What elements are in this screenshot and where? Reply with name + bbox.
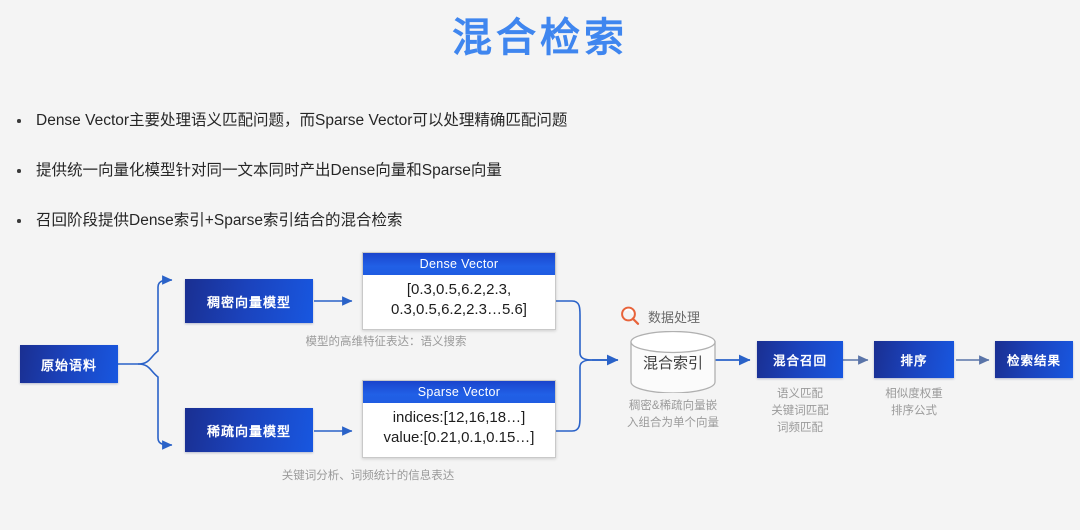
caption-hybrid-index: 稠密&稀疏向量嵌 入组合为单个向量 bbox=[608, 398, 738, 432]
bullet-list: Dense Vector主要处理语义匹配问题，而Sparse Vector可以处… bbox=[14, 110, 914, 260]
caption-recall-line-2: 关键词匹配 bbox=[771, 405, 829, 417]
caption-hybrid-index-line-1: 稠密&稀疏向量嵌 bbox=[628, 400, 718, 412]
bullet-dot-icon bbox=[17, 169, 21, 173]
bullet-text: 提供统一向量化模型针对同一文本同时产出Dense向量和Sparse向量 bbox=[36, 162, 502, 179]
node-source-corpus[interactable]: 原始语料 bbox=[20, 345, 118, 383]
card-dense-vector[interactable]: Dense Vector [0.3,0.5,6.2,2.3, 0.3,0.5,6… bbox=[362, 252, 556, 330]
caption-sparse-branch: 关键词分析、词频统计的信息表达 bbox=[281, 470, 455, 482]
dense-vector-line-2: 0.3,0.5,6.2,2.3…5.6] bbox=[391, 301, 527, 318]
node-hybrid-index-cylinder[interactable] bbox=[628, 331, 718, 393]
caption-hybrid-recall: 语义匹配 关键词匹配 词频匹配 bbox=[740, 386, 860, 437]
node-sparse-model[interactable]: 稀疏向量模型 bbox=[185, 408, 313, 452]
list-item: 召回阶段提供Dense索引+Sparse索引结合的混合检索 bbox=[14, 210, 914, 232]
sparse-vector-line-1: indices:[12,16,18…] bbox=[392, 409, 526, 426]
sparse-vector-line-2: value:[0.21,0.1,0.15…] bbox=[383, 429, 535, 446]
node-hybrid-index-label: 混合索引 bbox=[642, 355, 703, 372]
caption-ranking: 相似度权重 排序公式 bbox=[854, 386, 974, 420]
caption-recall-line-1: 语义匹配 bbox=[777, 388, 823, 400]
bullet-dot-icon bbox=[17, 219, 21, 223]
flow-diagram: 原始语料 稠密向量模型 稀疏向量模型 Dense Vector [0.3,0.5… bbox=[0, 235, 1080, 530]
card-sparse-vector-body: indices:[12,16,18…] value:[0.21,0.1,0.15… bbox=[363, 403, 555, 455]
bullet-text: Dense Vector主要处理语义匹配问题，而Sparse Vector可以处… bbox=[36, 112, 568, 129]
card-dense-vector-header: Dense Vector bbox=[363, 253, 555, 275]
node-dense-model[interactable]: 稠密向量模型 bbox=[185, 279, 313, 323]
caption-dense-branch: 模型的高维特征表达：语义搜索 bbox=[305, 336, 467, 348]
node-hybrid-recall[interactable]: 混合召回 bbox=[757, 341, 843, 378]
dense-vector-line-1: [0.3,0.5,6.2,2.3, bbox=[406, 281, 512, 298]
caption-rank-line-1: 相似度权重 bbox=[885, 388, 943, 400]
label-data-processing: 数据处理 bbox=[648, 310, 701, 325]
node-ranking[interactable]: 排序 bbox=[874, 341, 954, 378]
node-search-result-label: 检索结果 bbox=[1006, 354, 1061, 368]
card-sparse-vector-header: Sparse Vector bbox=[363, 381, 555, 403]
node-ranking-label: 排序 bbox=[900, 354, 928, 368]
node-source-corpus-label: 原始语料 bbox=[40, 357, 97, 373]
node-sparse-model-label: 稀疏向量模型 bbox=[206, 423, 291, 439]
list-item: 提供统一向量化模型针对同一文本同时产出Dense向量和Sparse向量 bbox=[14, 160, 914, 182]
card-dense-vector-body: [0.3,0.5,6.2,2.3, 0.3,0.5,6.2,2.3…5.6] bbox=[363, 275, 555, 327]
bullet-text: 召回阶段提供Dense索引+Sparse索引结合的混合检索 bbox=[36, 212, 403, 229]
list-item: Dense Vector主要处理语义匹配问题，而Sparse Vector可以处… bbox=[14, 110, 914, 132]
page-title: 混合检索 bbox=[452, 16, 628, 60]
search-magnifier-icon bbox=[621, 306, 640, 325]
caption-rank-line-2: 排序公式 bbox=[891, 405, 937, 417]
bullet-dot-icon bbox=[17, 119, 21, 123]
node-search-result[interactable]: 检索结果 bbox=[995, 341, 1073, 378]
node-dense-model-label: 稠密向量模型 bbox=[206, 294, 291, 310]
node-hybrid-recall-label: 混合召回 bbox=[772, 354, 827, 368]
caption-recall-line-3: 词频匹配 bbox=[777, 422, 823, 434]
card-sparse-vector[interactable]: Sparse Vector indices:[12,16,18…] value:… bbox=[362, 380, 556, 458]
caption-hybrid-index-line-2: 入组合为单个向量 bbox=[627, 417, 719, 429]
